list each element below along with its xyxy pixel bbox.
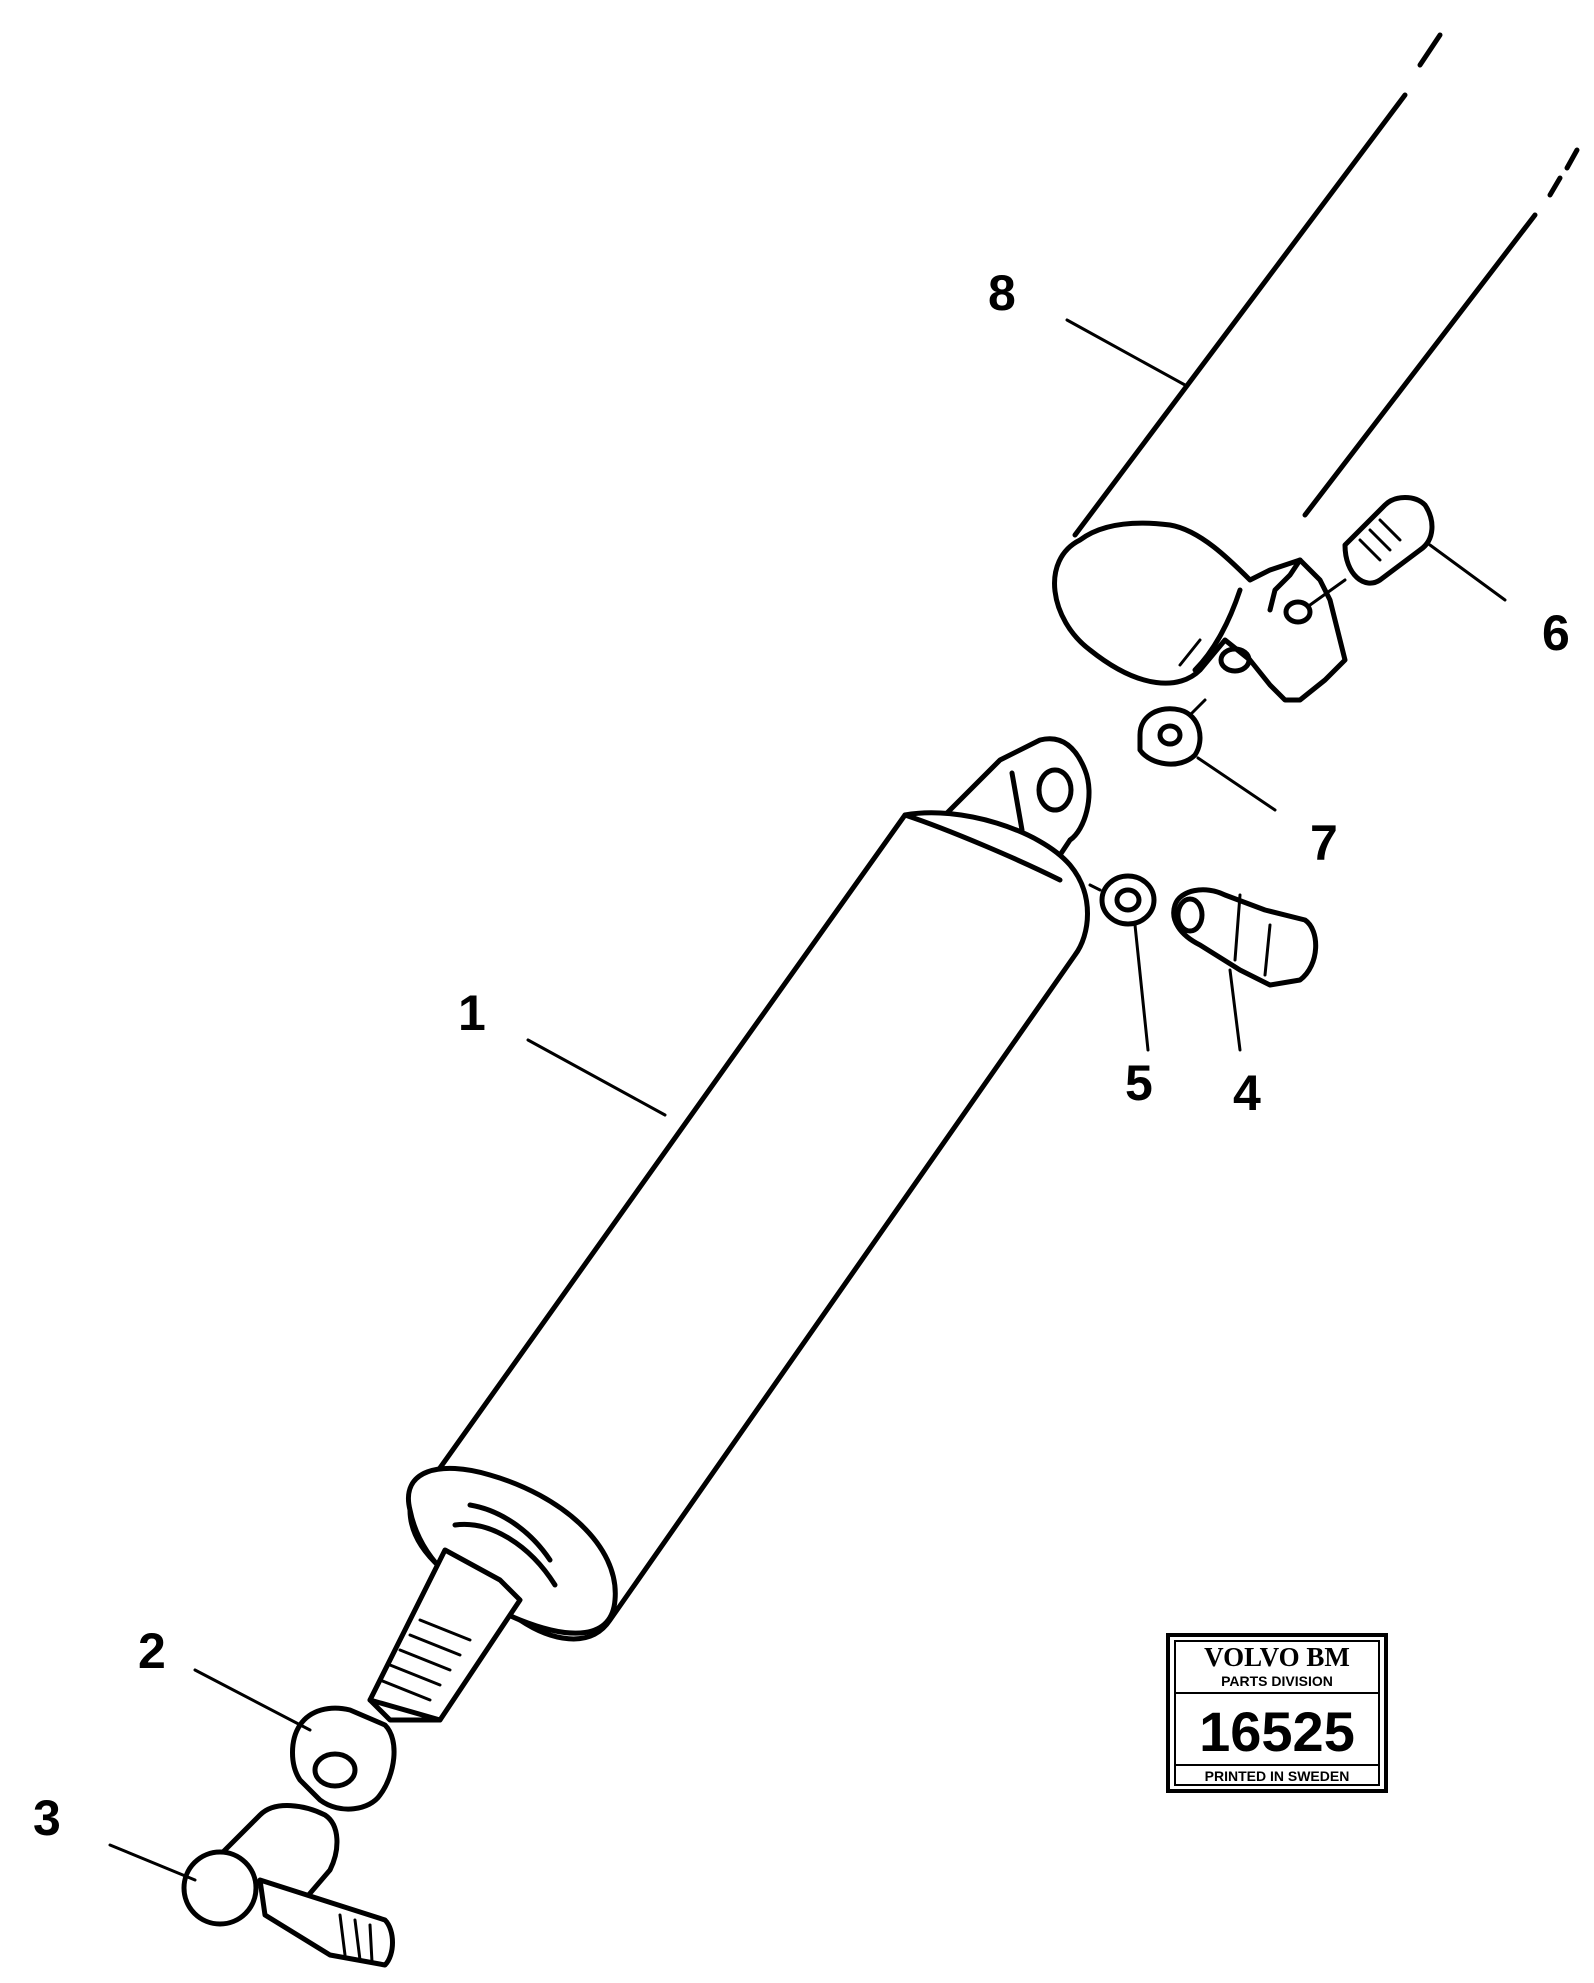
leader-7 <box>1196 756 1277 812</box>
leader-2 <box>193 1668 312 1732</box>
stamp-footer: PRINTED IN SWEDEN <box>1205 1768 1350 1784</box>
leader-8 <box>1065 318 1187 387</box>
leader-4 <box>1228 968 1242 1052</box>
part-3-ball-joint <box>181 1803 395 1968</box>
callout-2: 2 <box>138 1623 166 1679</box>
leader-1 <box>526 1038 667 1117</box>
callout-8: 8 <box>988 265 1016 321</box>
callout-1: 1 <box>458 985 486 1041</box>
part-6-screw <box>1308 495 1435 607</box>
leader-6 <box>1428 543 1507 602</box>
leader-3 <box>108 1843 197 1882</box>
part-8-tube <box>1052 32 1580 703</box>
stamp-brand: VOLVO BM <box>1204 1642 1350 1672</box>
callout-5: 5 <box>1125 1055 1153 1111</box>
part-5-washer <box>1088 873 1157 927</box>
part-4-nipple <box>1171 887 1319 988</box>
callout-4: 4 <box>1233 1065 1261 1121</box>
callout-6: 6 <box>1542 605 1570 661</box>
volvo-bm-stamp: VOLVO BM PARTS DIVISION 16525 PRINTED IN… <box>1166 1633 1388 1793</box>
leader-5 <box>1133 923 1150 1052</box>
stamp-division: PARTS DIVISION <box>1221 1673 1333 1689</box>
part-7-nut <box>1137 698 1207 767</box>
stamp-number: 16525 <box>1199 1700 1355 1763</box>
callout-3: 3 <box>33 1790 61 1846</box>
part-2-nut <box>290 1705 397 1812</box>
callout-7: 7 <box>1310 815 1338 871</box>
part-1-cylinder <box>367 736 1092 1723</box>
